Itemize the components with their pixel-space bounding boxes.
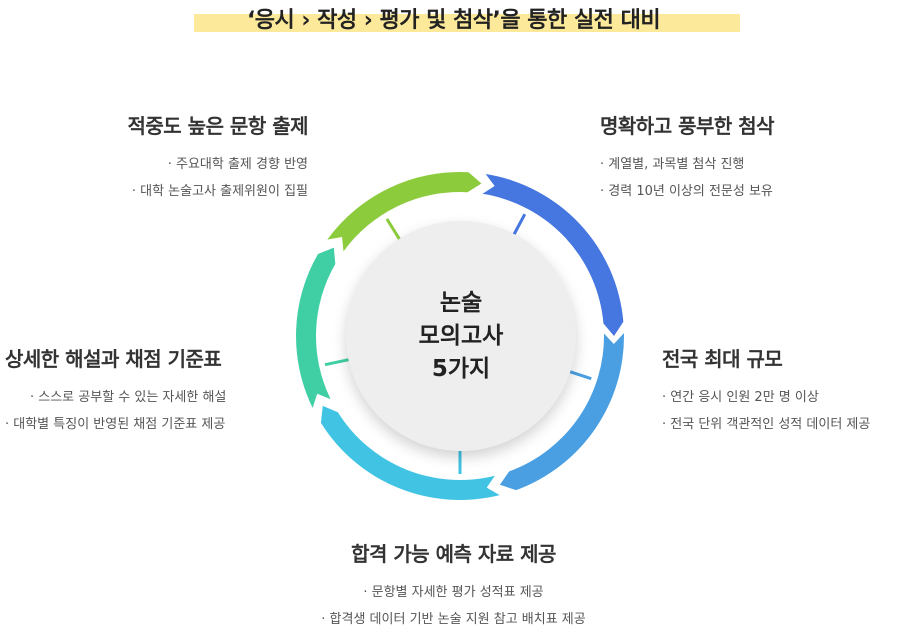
section-item: · 계열별, 과목별 첨삭 진행: [600, 157, 745, 172]
section-item: · 문항별 자세한 평가 성적표 제공: [363, 585, 544, 600]
section-top-left: 적중도 높은 문항 출제 · 주요대학 출제 경향 반영 · 대학 논술고사 출…: [128, 110, 309, 199]
section-top-right: 명확하고 풍부한 첨삭 · 계열별, 과목별 첨삭 진행 · 경력 10년 이상…: [600, 110, 775, 199]
section-mid-left: 상세한 해설과 채점 기준표 · 스스로 공부할 수 있는 자세한 해설 · 대…: [5, 343, 226, 432]
section-item: · 합격생 데이터 기반 논술 지원 참고 배치표 제공: [321, 612, 586, 627]
header: ‘응시 › 작성 › 평가 및 첨삭’을 통한 실전 대비: [0, 0, 907, 40]
page-title: ‘응시 › 작성 › 평가 및 첨삭’을 통한 실전 대비: [246, 8, 661, 33]
center-circle: 논술 모의고사 5가지: [346, 221, 576, 451]
section-item: · 연간 응시 인원 2만 명 이상: [662, 390, 819, 405]
center-line-2: 모의고사: [418, 322, 504, 349]
section-mid-right: 전국 최대 규모 · 연간 응시 인원 2만 명 이상 · 전국 단위 객관적인…: [662, 343, 870, 432]
section-item: · 대학별 특징이 반영된 채점 기준표 제공: [5, 417, 226, 432]
title-highlight: [194, 14, 740, 32]
center-line-3: 5가지: [431, 355, 491, 382]
section-title: 적중도 높은 문항 출제: [127, 114, 309, 138]
section-title: 명확하고 풍부한 첨삭: [600, 114, 775, 138]
section-title: 상세한 해설과 채점 기준표: [5, 347, 222, 371]
section-item: · 스스로 공부할 수 있는 자세한 해설: [30, 390, 227, 405]
ring-spoke: [324, 357, 351, 367]
ring-segment-green: [327, 172, 482, 252]
section-item: · 경력 10년 이상의 전문성 보유: [600, 184, 773, 199]
ring-spoke: [385, 218, 402, 242]
center-line-1: 논술: [439, 289, 483, 316]
section-title: 합격 가능 예측 자료 제공: [351, 542, 556, 566]
section-item: · 대학 논술고사 출제위원이 집필: [131, 184, 308, 199]
ring-segment-sky: [499, 333, 624, 491]
section-title: 전국 최대 규모: [662, 347, 783, 371]
ring-segment-blue: [482, 174, 624, 336]
section-item: · 전국 단위 객관적인 성적 데이터 제공: [662, 417, 871, 432]
ring-segment-cyan: [320, 405, 500, 501]
section-bottom: 합격 가능 예측 자료 제공 · 문항별 자세한 평가 성적표 제공 · 합격생…: [0, 538, 907, 627]
ring-segment-teal: [296, 247, 336, 408]
ring-spoke: [566, 369, 592, 381]
section-item: · 주요대학 출제 경향 반영: [167, 157, 308, 172]
